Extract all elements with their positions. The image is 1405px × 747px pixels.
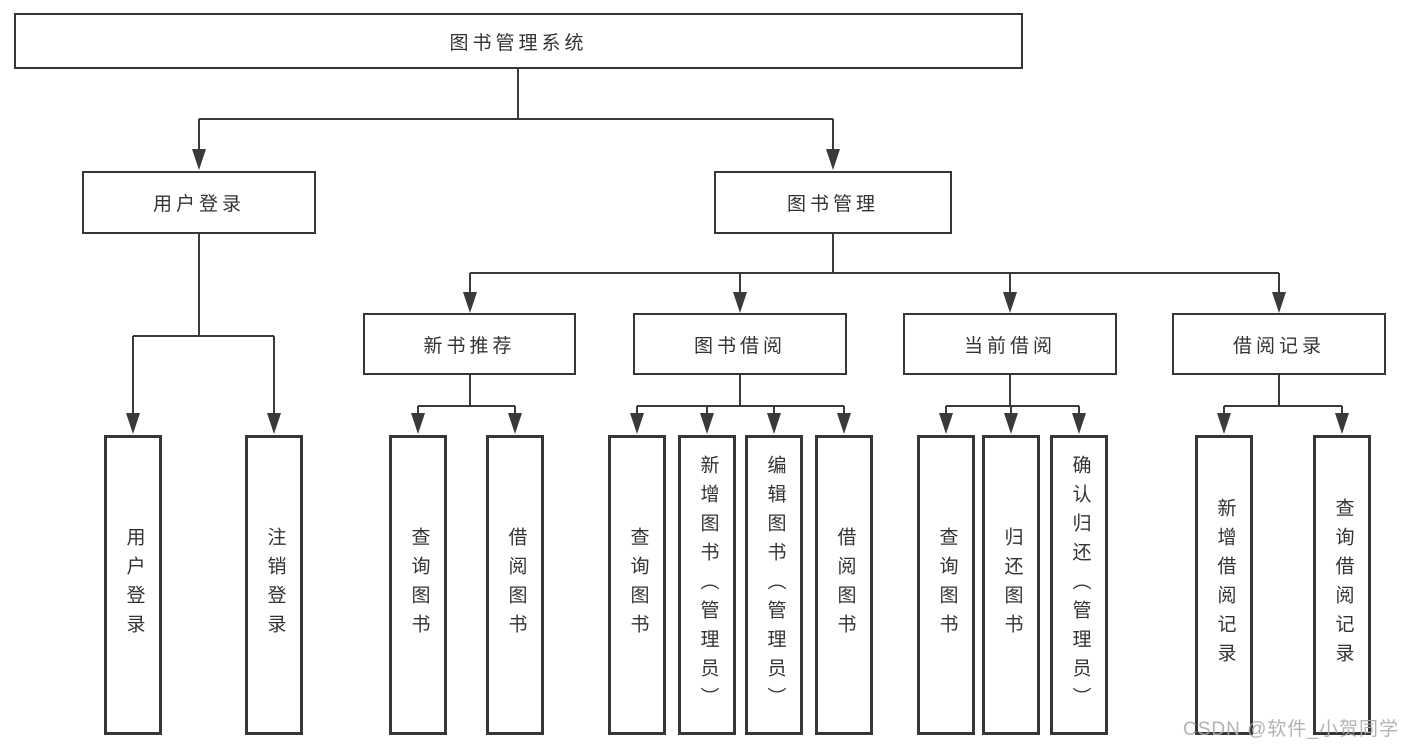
node-logout: 注销登录	[245, 435, 303, 735]
node-label: 当前借阅	[963, 335, 1056, 357]
connector-stems	[132, 69, 1343, 424]
node-confirm-return-admin: 确认归还（管理员）	[1050, 435, 1108, 735]
node-query-borrow-record: 查询借阅记录	[1313, 435, 1371, 735]
node-query-books-recommend: 查询图书	[389, 435, 447, 735]
node-edit-books-admin: 编辑图书（管理员）	[745, 435, 803, 735]
watermark: CSDN @软件_小贺同学	[1183, 719, 1399, 740]
node-label: 图书管理	[786, 194, 879, 215]
node-add-borrow-record: 新增借阅记录	[1195, 435, 1253, 735]
node-book-borrowing: 图书借阅	[633, 313, 847, 375]
node-label: 新书推荐	[423, 335, 516, 357]
node-label: 查询图书	[627, 527, 649, 643]
node-query-books-current: 查询图书	[917, 435, 975, 735]
node-label: 注销登录	[264, 527, 286, 643]
node-new-book-recommend: 新书推荐	[363, 313, 576, 375]
node-book-management: 图书管理	[714, 171, 952, 234]
node-label: 借阅图书	[834, 527, 856, 643]
node-library-system: 图书管理系统	[14, 13, 1023, 69]
node-borrowing-records: 借阅记录	[1172, 313, 1386, 375]
node-current-borrowing: 当前借阅	[903, 313, 1117, 375]
node-add-books-admin: 新增图书（管理员）	[678, 435, 736, 735]
node-query-books-borrowing: 查询图书	[608, 435, 666, 735]
node-label: 编辑图书（管理员）	[764, 454, 786, 716]
node-borrow-books-recommend: 借阅图书	[486, 435, 544, 735]
node-label: 图书管理系统	[449, 32, 588, 54]
node-label: 用户登录	[123, 527, 145, 643]
node-borrow-books-leaf: 借阅图书	[815, 435, 873, 735]
node-label: 图书借阅	[693, 335, 786, 357]
node-label: 查询图书	[408, 527, 430, 643]
node-label: 确认归还（管理员）	[1069, 454, 1091, 716]
node-user-login-branch: 用户登录	[82, 171, 316, 234]
node-label: 查询借阅记录	[1332, 498, 1354, 672]
arrowheads	[126, 149, 1349, 434]
node-label: 归还图书	[1001, 527, 1023, 643]
node-label: 新增借阅记录	[1214, 498, 1236, 672]
node-user-login-leaf: 用户登录	[104, 435, 162, 735]
node-label: 查询图书	[936, 527, 958, 643]
node-label: 新增图书（管理员）	[697, 454, 719, 716]
node-label: 用户登录	[152, 194, 245, 215]
node-label: 借阅记录	[1232, 335, 1325, 357]
node-label: 借阅图书	[505, 527, 527, 643]
node-return-books: 归还图书	[982, 435, 1040, 735]
